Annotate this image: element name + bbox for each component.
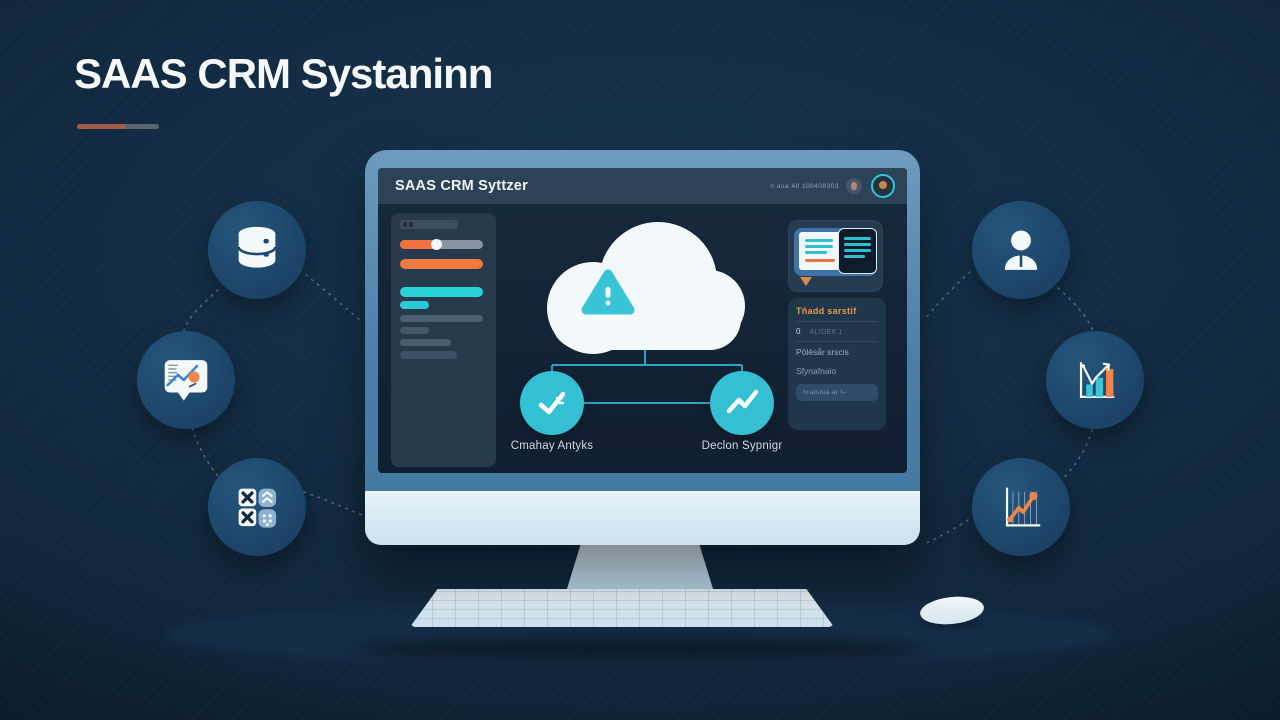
panel-heading: Tñadd sarstif	[796, 306, 857, 316]
user-icon	[1004, 230, 1038, 270]
monitor: SAAS CRM Syttzer n aua 48 100408303	[365, 150, 920, 545]
check-icon	[538, 391, 566, 415]
diagram-node-right	[710, 371, 774, 435]
panel-row: Pölésår srscis	[796, 347, 849, 357]
sidebar	[391, 213, 496, 467]
user-avatar[interactable]	[871, 174, 895, 198]
card-pointer	[800, 277, 812, 286]
report-bubble-icon	[164, 360, 208, 401]
satellite-database	[208, 201, 306, 299]
database-icon	[237, 226, 277, 268]
panel-row: Sfynafnaio	[796, 366, 837, 376]
warning-triangle-icon	[581, 269, 635, 315]
app-title: SAAS CRM Syttzer	[395, 178, 528, 194]
sidebar-slider[interactable]	[400, 239, 483, 250]
screen: SAAS CRM Syttzer n aua 48 100408303	[378, 168, 907, 473]
dashboard-body: Cmahay Antyks Declon Sypnigr	[378, 204, 907, 473]
line-chart-icon	[1005, 487, 1041, 527]
slider-fill	[400, 240, 436, 249]
trend-check-icon	[726, 389, 759, 414]
bar-chart-icon	[1079, 362, 1115, 398]
keyboard	[410, 589, 834, 627]
apps-grid-icon	[238, 488, 277, 528]
detail-panel: Tñadd sarstif 0 ALIDE# 1 Pölésår srscis …	[788, 298, 886, 430]
sidebar-bar-orange	[400, 259, 483, 269]
sidebar-bar-cyan-short	[400, 301, 429, 309]
diagram-node-left	[520, 371, 584, 435]
satellite-user	[972, 201, 1070, 299]
app-header: SAAS CRM Syttzer n aua 48 100408303	[378, 168, 907, 204]
panel-row-value: ALIDE# 1	[809, 329, 843, 336]
satellite-apps	[208, 458, 306, 556]
sidebar-bar-gray	[400, 351, 457, 359]
header-meta-text: n aua 48 100408303	[770, 182, 839, 190]
node-left-label: Cmahay Antyks	[510, 440, 594, 452]
slider-knob[interactable]	[431, 239, 442, 250]
avatar-glyph	[851, 182, 857, 190]
info-card	[788, 220, 883, 292]
panel-row: 0 ALIDE# 1	[796, 327, 878, 336]
underline-gray-segment	[125, 124, 159, 129]
monitor-stand	[566, 544, 714, 592]
node-right-label: Declon Sypnigr	[701, 440, 783, 452]
page-title: SAAS CRM Systaninn	[74, 50, 493, 97]
avatar-glyph	[879, 181, 887, 189]
panel-footer-button[interactable]: hratstua ar t–	[796, 384, 878, 401]
underline-orange-segment	[77, 124, 125, 129]
satellite-report	[137, 331, 235, 429]
panel-row-key: 0	[796, 327, 801, 336]
monitor-chin	[365, 491, 920, 545]
sidebar-bar-cyan	[400, 287, 483, 297]
cloud-icon	[547, 222, 745, 354]
flow-connectors	[551, 340, 743, 404]
sidebar-bar-gray	[400, 327, 429, 334]
satellite-line-chart	[972, 458, 1070, 556]
sidebar-bar-gray	[400, 339, 451, 346]
open-book-icon	[794, 228, 877, 276]
sidebar-bar-gray	[400, 315, 483, 322]
desk-shadow	[350, 638, 930, 660]
satellite-bar-chart	[1046, 331, 1144, 429]
sidebar-search-input[interactable]	[400, 220, 458, 229]
title-underline	[77, 124, 159, 129]
notification-avatar[interactable]	[846, 178, 862, 194]
